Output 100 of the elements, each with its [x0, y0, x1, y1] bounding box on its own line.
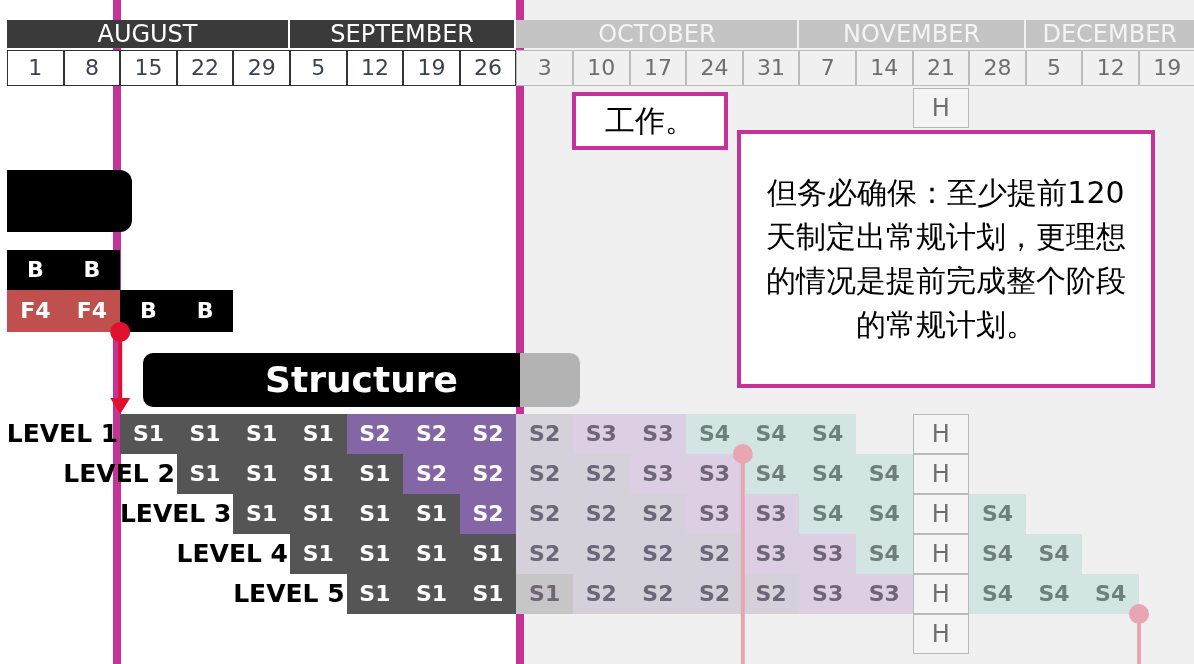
week-code: S1: [188, 460, 222, 488]
week-code: S1: [358, 580, 392, 608]
week-code: S3: [867, 580, 901, 608]
date-cell: 1: [7, 50, 64, 86]
week-code: S2: [528, 540, 562, 568]
week-code: B: [195, 297, 215, 325]
week-code: S4: [867, 500, 901, 528]
schedule-bar: [799, 494, 913, 534]
label-bar: [7, 170, 132, 232]
date-cell: 15: [120, 50, 177, 86]
week-code: S2: [528, 420, 562, 448]
week-code: S2: [641, 540, 675, 568]
date-cell: 12: [346, 50, 404, 86]
week-code: S1: [358, 460, 392, 488]
week-code: S1: [414, 580, 449, 608]
month-header: SEPTEMBER: [290, 20, 515, 48]
week-code: S2: [528, 500, 562, 528]
week-code: S4: [1037, 580, 1071, 608]
week-code: B: [139, 297, 158, 325]
week-code: S4: [811, 460, 845, 488]
schedule-bar: [7, 250, 121, 290]
week-code: S1: [301, 460, 335, 488]
date-cell: 8: [63, 50, 121, 86]
week-code: S1: [358, 540, 392, 568]
week-code: S3: [754, 540, 788, 568]
week-code: S2: [641, 580, 675, 608]
schedule-bar: [686, 414, 856, 454]
week-code: S3: [641, 420, 675, 448]
holiday-cell: H: [912, 414, 970, 454]
month-header: AUGUST: [7, 20, 288, 48]
date-cell: 19: [1139, 50, 1194, 86]
date-cell: 17: [629, 50, 687, 86]
schedule-bar: [403, 454, 517, 494]
week-code: S1: [414, 540, 449, 568]
week-code: S4: [1094, 580, 1128, 608]
date-cell: 12: [1082, 50, 1139, 86]
schedule-bar: [120, 414, 347, 454]
schedule-bar: [120, 290, 234, 332]
week-code: S2: [584, 540, 618, 568]
week-code: S1: [358, 500, 392, 528]
date-cell: 5: [290, 50, 347, 86]
week-code: S4: [980, 580, 1015, 608]
week-code: S4: [867, 540, 901, 568]
schedule-bar: [516, 454, 630, 494]
date-cell: 21: [912, 50, 970, 86]
holiday-cell: H: [912, 88, 970, 128]
schedule-bar: [573, 414, 687, 454]
holiday-cell: H: [912, 534, 970, 574]
callout-box: [737, 130, 1155, 388]
schedule-bar: [969, 494, 1026, 534]
week-code: S4: [754, 460, 788, 488]
schedule-bar: [742, 534, 856, 574]
date-cell: 7: [799, 50, 856, 86]
week-code: S3: [811, 580, 845, 608]
week-code: S4: [867, 460, 901, 488]
connector-arrow: [732, 444, 753, 664]
week-code: S2: [471, 420, 505, 448]
week-code: S2: [697, 580, 732, 608]
week-code: S1: [471, 580, 505, 608]
schedule-bar: [7, 290, 121, 332]
week-code: S1: [301, 420, 335, 448]
week-code: S2: [471, 500, 505, 528]
schedule-bar: [799, 574, 913, 614]
schedule-bar: [346, 414, 517, 454]
holiday-cell: H: [912, 454, 970, 494]
phase-header-bar: [143, 353, 580, 407]
date-cell: 14: [856, 50, 913, 86]
week-code: S2: [528, 460, 562, 488]
schedule-bar: [573, 574, 800, 614]
week-code: S4: [697, 420, 732, 448]
week-code: S1: [188, 420, 222, 448]
week-code: B: [25, 256, 45, 284]
callout-box: [572, 92, 728, 150]
connector-arrow: [110, 322, 131, 414]
week-code: S3: [697, 500, 732, 528]
week-code: S1: [301, 540, 335, 568]
week-code: S1: [528, 580, 562, 608]
week-code: S2: [584, 460, 618, 488]
week-code: S2: [471, 460, 505, 488]
level-label: LEVEL 4: [175, 538, 288, 570]
week-code: B: [82, 256, 102, 284]
week-code: S2: [414, 460, 449, 488]
week-code: S1: [245, 500, 279, 528]
callout-text: 但务必确保：至少提前120 天制定出常规计划，更理想的情况是提前完成整个阶段的常规计划。: [765, 174, 1127, 344]
week-code: S3: [811, 540, 845, 568]
week-code: S4: [980, 540, 1015, 568]
date-cell: 5: [1025, 50, 1083, 86]
week-code: S1: [414, 500, 449, 528]
holiday-cell: H: [912, 494, 970, 534]
week-code: S4: [980, 500, 1015, 528]
week-code: S3: [754, 500, 788, 528]
week-code: S2: [584, 580, 618, 608]
week-code: S4: [811, 500, 845, 528]
connector-arrow: [1129, 604, 1149, 664]
week-code: S2: [414, 420, 449, 448]
level-label: LEVEL 5: [232, 578, 345, 610]
week-code: S2: [697, 540, 732, 568]
holiday-cell: H: [912, 574, 970, 614]
week-code: S1: [301, 500, 335, 528]
week-code: S2: [641, 500, 675, 528]
